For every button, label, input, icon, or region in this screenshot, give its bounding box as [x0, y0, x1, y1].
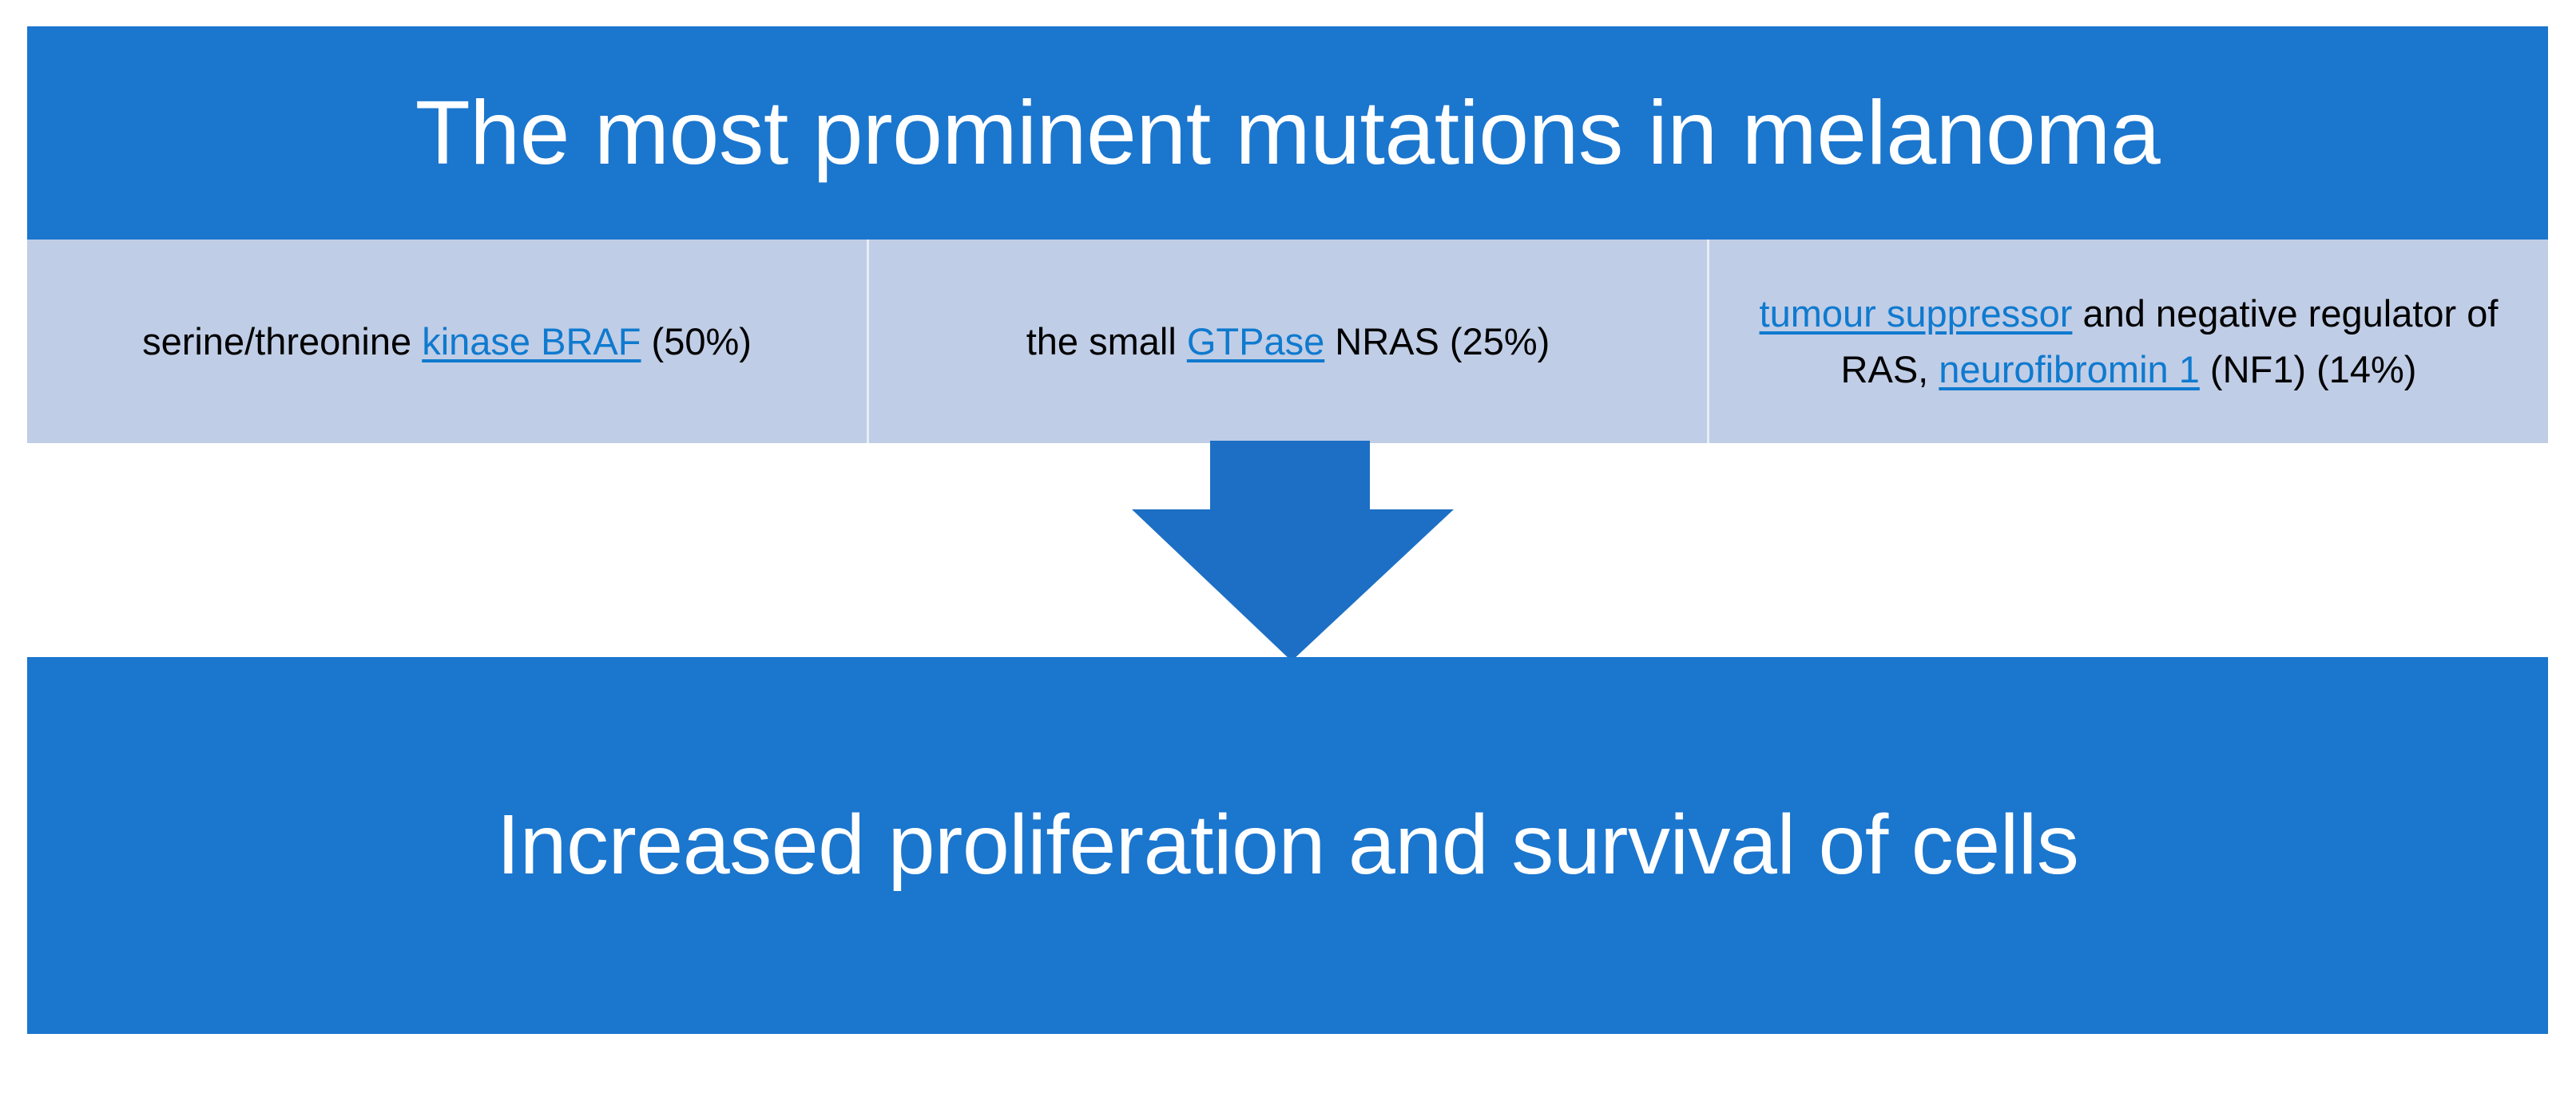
tumour-suppressor-link[interactable]: tumour suppressor: [1759, 291, 2073, 335]
braf-suffix-text: (50%): [641, 319, 752, 362]
down-arrow-icon: [1132, 441, 1454, 661]
mutation-cell-nras: the small GTPase NRAS (25%): [867, 240, 1707, 443]
mutations-columns: serine/threonine kinase BRAF (50%) the s…: [27, 240, 2548, 443]
mutation-text-nras: the small GTPase NRAS (25%): [1026, 314, 1550, 370]
outcome-banner: Increased proliferation and survival of …: [27, 657, 2548, 1034]
nf1-middle-text: and negative regulator of RAS,: [1840, 291, 2499, 390]
mutation-text-nf1: tumour suppressor and negative regulator…: [1729, 286, 2529, 398]
nras-link[interactable]: GTPase: [1186, 319, 1325, 362]
nras-suffix-text: NRAS (25%): [1324, 319, 1550, 362]
page-title: The most prominent mutations in melanoma: [415, 82, 2161, 184]
header-banner: The most prominent mutations in melanoma: [27, 26, 2548, 240]
mutations-block: The most prominent mutations in melanoma…: [27, 26, 2548, 443]
braf-link[interactable]: kinase BRAF: [422, 319, 641, 362]
mutation-text-braf: serine/threonine kinase BRAF (50%): [142, 314, 752, 370]
nras-prefix-text: the small: [1026, 319, 1187, 362]
mutation-cell-braf: serine/threonine kinase BRAF (50%): [27, 240, 867, 443]
arrow-connector: [1130, 441, 1458, 664]
nf1-suffix-text: (NF1) (14%): [2199, 347, 2417, 390]
mutation-cell-nf1: tumour suppressor and negative regulator…: [1707, 240, 2548, 443]
outcome-text: Increased proliferation and survival of …: [496, 798, 2079, 893]
down-arrow-shape: [1132, 441, 1454, 661]
braf-prefix-text: serine/threonine: [142, 319, 423, 362]
neurofibromin-link[interactable]: neurofibromin 1: [1939, 347, 2200, 390]
